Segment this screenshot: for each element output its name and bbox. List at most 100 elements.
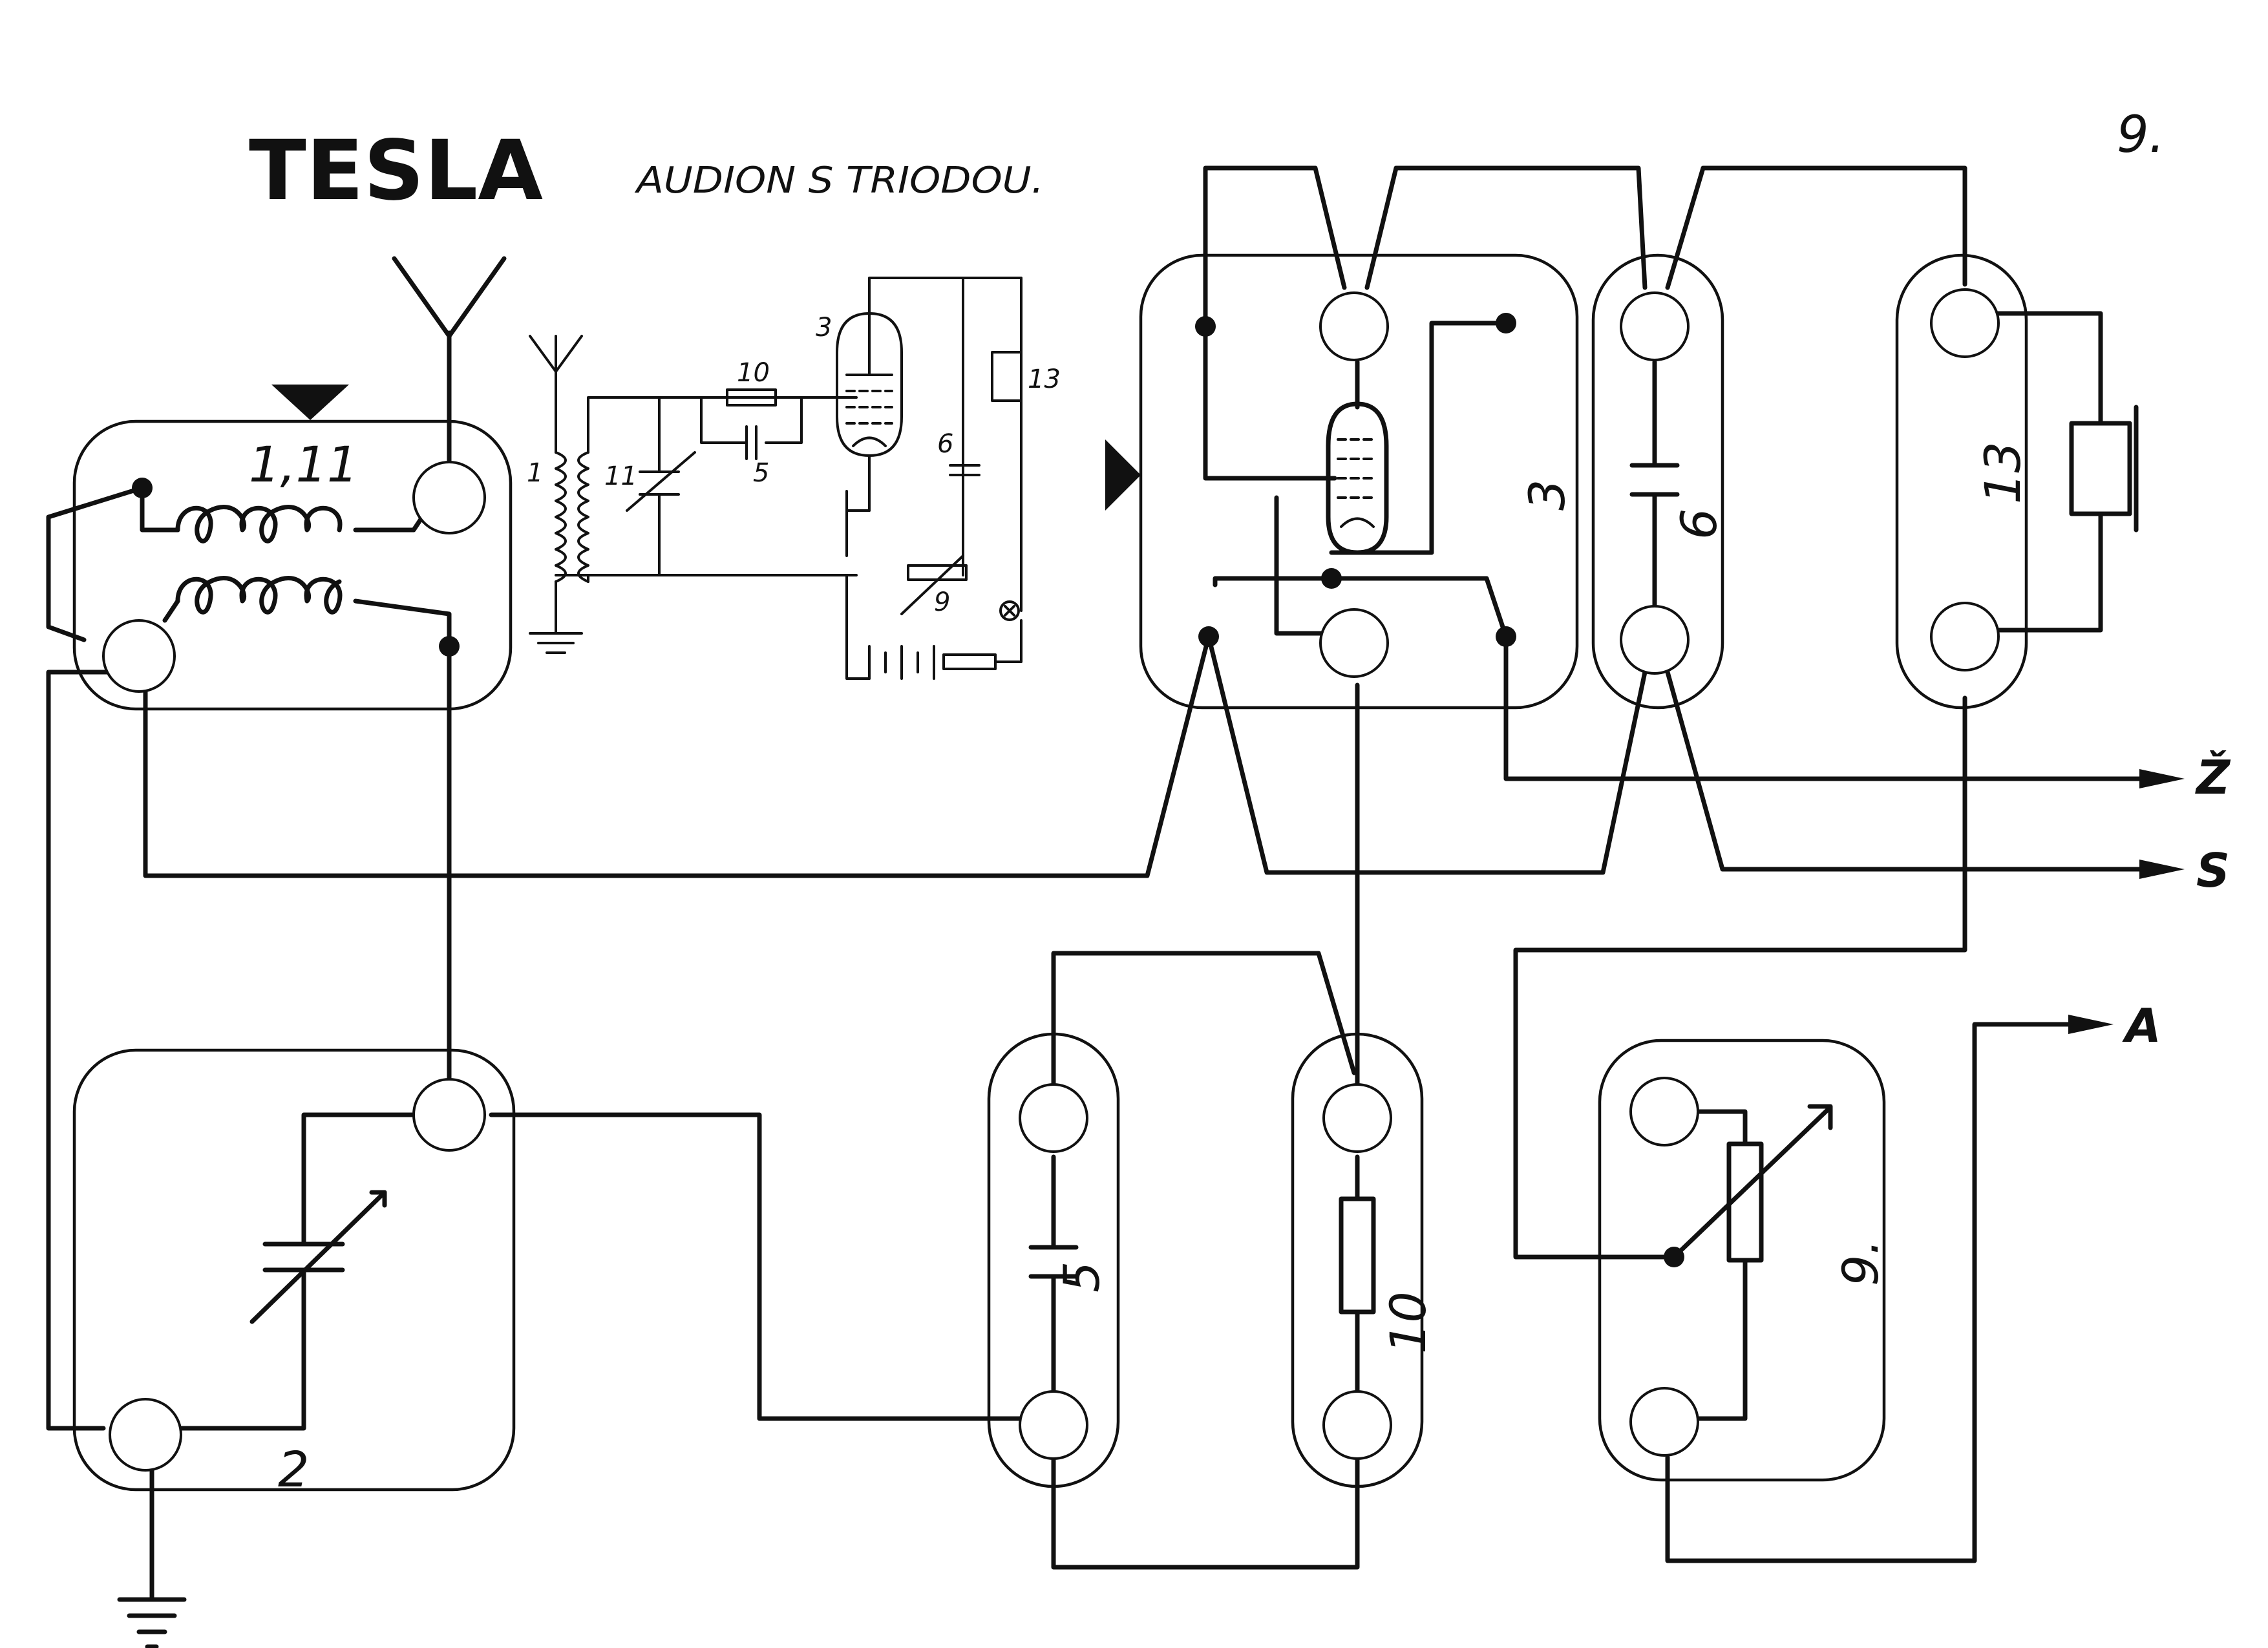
socket-varcap-top[interactable] bbox=[412, 1078, 486, 1152]
tube-z-wire bbox=[1213, 576, 2142, 781]
socket-tube-bottom[interactable] bbox=[1319, 608, 1389, 678]
tube-3-symbol bbox=[836, 277, 964, 512]
c5-r10-bottom-wire bbox=[1051, 1455, 1360, 1570]
antenna-wire bbox=[392, 256, 507, 468]
board-headphones bbox=[1895, 253, 2028, 710]
board-coil bbox=[72, 419, 513, 711]
c5-symbol bbox=[1028, 1245, 1079, 1279]
coil-primary-symbol bbox=[175, 505, 343, 544]
antenna-symbol-small bbox=[529, 335, 583, 402]
c6-top-wire bbox=[1665, 165, 1967, 290]
pot-board-label: 9. bbox=[1832, 1239, 1889, 1286]
ground-symbol-small bbox=[529, 632, 583, 654]
tube-orientation-marker bbox=[1105, 439, 1141, 511]
cap-5-wires bbox=[700, 396, 803, 444]
c5-top-wire bbox=[1051, 951, 1357, 1108]
output-a-label: A bbox=[2122, 998, 2161, 1053]
sheet-number: 9. bbox=[2117, 106, 2165, 164]
board-variable-capacitor bbox=[72, 1048, 516, 1492]
socket-tube-top[interactable] bbox=[1319, 291, 1389, 361]
r10-symbol bbox=[1339, 1196, 1376, 1315]
arrow-s bbox=[2139, 860, 2185, 879]
pot-to-a-wire bbox=[1665, 1022, 2071, 1563]
lamp-cross bbox=[1004, 605, 1015, 617]
coil-to-tube-wire bbox=[143, 634, 1211, 878]
socket-phones-top[interactable] bbox=[1930, 288, 2000, 358]
r10-board-label: 10 bbox=[1379, 1291, 1437, 1354]
coil-board-label: 1,11 bbox=[249, 436, 358, 493]
phones-board-label: 13 bbox=[1974, 441, 2031, 504]
ground-loop-wire bbox=[46, 670, 142, 1431]
var-cap-symbol bbox=[249, 1190, 387, 1324]
tube-plate-wire bbox=[1329, 321, 1509, 555]
pot-9-label: 9 bbox=[934, 587, 950, 617]
phones-to-pot-wire bbox=[1513, 695, 1967, 1260]
socket-varcap-bottom[interactable] bbox=[109, 1398, 182, 1472]
phones-wires bbox=[1988, 311, 2103, 633]
res-10-symbol bbox=[726, 388, 777, 407]
socket-pot-bottom[interactable] bbox=[1629, 1387, 1699, 1457]
pot-arrow-head bbox=[1807, 1104, 1833, 1130]
diagram-title: AUDION S TRIODOU. bbox=[635, 160, 1044, 202]
battery-return bbox=[994, 619, 1023, 663]
var-cap-wires bbox=[178, 1112, 432, 1431]
socket-r10-top[interactable] bbox=[1322, 1083, 1392, 1153]
grid-return bbox=[845, 490, 871, 557]
tube-filament-wire bbox=[1274, 495, 1334, 636]
res-10-label: 10 bbox=[737, 358, 770, 388]
arrow-z bbox=[2139, 769, 2185, 788]
c6-symbol bbox=[1629, 463, 1680, 497]
tuning-cap-symbol bbox=[626, 396, 696, 576]
junction-dots bbox=[132, 313, 1684, 1267]
tube-symbol bbox=[1326, 401, 1389, 555]
socket-phones-bottom[interactable] bbox=[1930, 602, 2000, 671]
cap-6-label: 6 bbox=[937, 429, 953, 459]
phones-symbol bbox=[2069, 421, 2132, 516]
board-capacitor-6 bbox=[1591, 253, 1724, 710]
socket-pot-top[interactable] bbox=[1629, 1077, 1699, 1146]
phones-13-label: 13 bbox=[1028, 364, 1061, 394]
battery-wires bbox=[845, 574, 1023, 680]
brand-logo: TESLA bbox=[249, 123, 543, 219]
board-potentiometer bbox=[1598, 1039, 1886, 1482]
schematic-wires-left bbox=[555, 396, 858, 583]
tube-top-wires bbox=[1203, 165, 1648, 329]
tube-s-right-wire bbox=[1665, 670, 2142, 872]
coil-11-symbol bbox=[577, 451, 589, 583]
tube-grid-wire bbox=[1203, 324, 1337, 481]
tube-s-left-wire bbox=[1206, 634, 1648, 875]
output-s-label: S bbox=[2196, 843, 2230, 898]
tube-3-label: 3 bbox=[816, 313, 832, 343]
cap-6-symbol bbox=[949, 277, 980, 476]
lamp-symbol bbox=[999, 600, 1020, 621]
socket-c6-bottom[interactable] bbox=[1620, 605, 1690, 675]
coil-1-symbol bbox=[555, 451, 567, 583]
tube-board-label: 3 bbox=[1518, 480, 1576, 511]
cap-5-label: 5 bbox=[753, 458, 769, 488]
coil-1-label: 1 bbox=[527, 458, 543, 488]
coil-orientation-marker bbox=[271, 385, 349, 420]
socket-c5-top[interactable] bbox=[1019, 1083, 1088, 1153]
pot-wiper-arrow bbox=[1671, 1106, 1832, 1260]
cap-to-c5-wire bbox=[489, 1112, 1037, 1421]
arrow-a bbox=[2068, 1015, 2114, 1034]
pot-9-arrow bbox=[900, 555, 964, 615]
var-cap-arrow bbox=[369, 1190, 387, 1208]
c5-board-label: 5 bbox=[1053, 1262, 1110, 1293]
battery-symbol bbox=[868, 645, 935, 680]
sockets bbox=[102, 288, 2000, 1472]
socket-r10-bottom[interactable] bbox=[1322, 1390, 1392, 1460]
ground-symbol bbox=[117, 1597, 187, 1648]
socket-c5-bottom[interactable] bbox=[1019, 1390, 1088, 1460]
schematic-inset: 1 11 5 10 3 13 6 9 bbox=[527, 277, 1061, 680]
coil-11-label: 11 bbox=[604, 461, 637, 491]
varcap-board-label: 2 bbox=[278, 1441, 309, 1498]
c6-board-label: 6 bbox=[1670, 509, 1728, 540]
socket-coil-ground[interactable] bbox=[102, 619, 176, 693]
socket-c6-top[interactable] bbox=[1620, 291, 1690, 361]
cap-5-symbol bbox=[745, 425, 758, 460]
coil-bridge-wire bbox=[46, 485, 145, 642]
socket-coil-antenna[interactable] bbox=[412, 461, 486, 534]
